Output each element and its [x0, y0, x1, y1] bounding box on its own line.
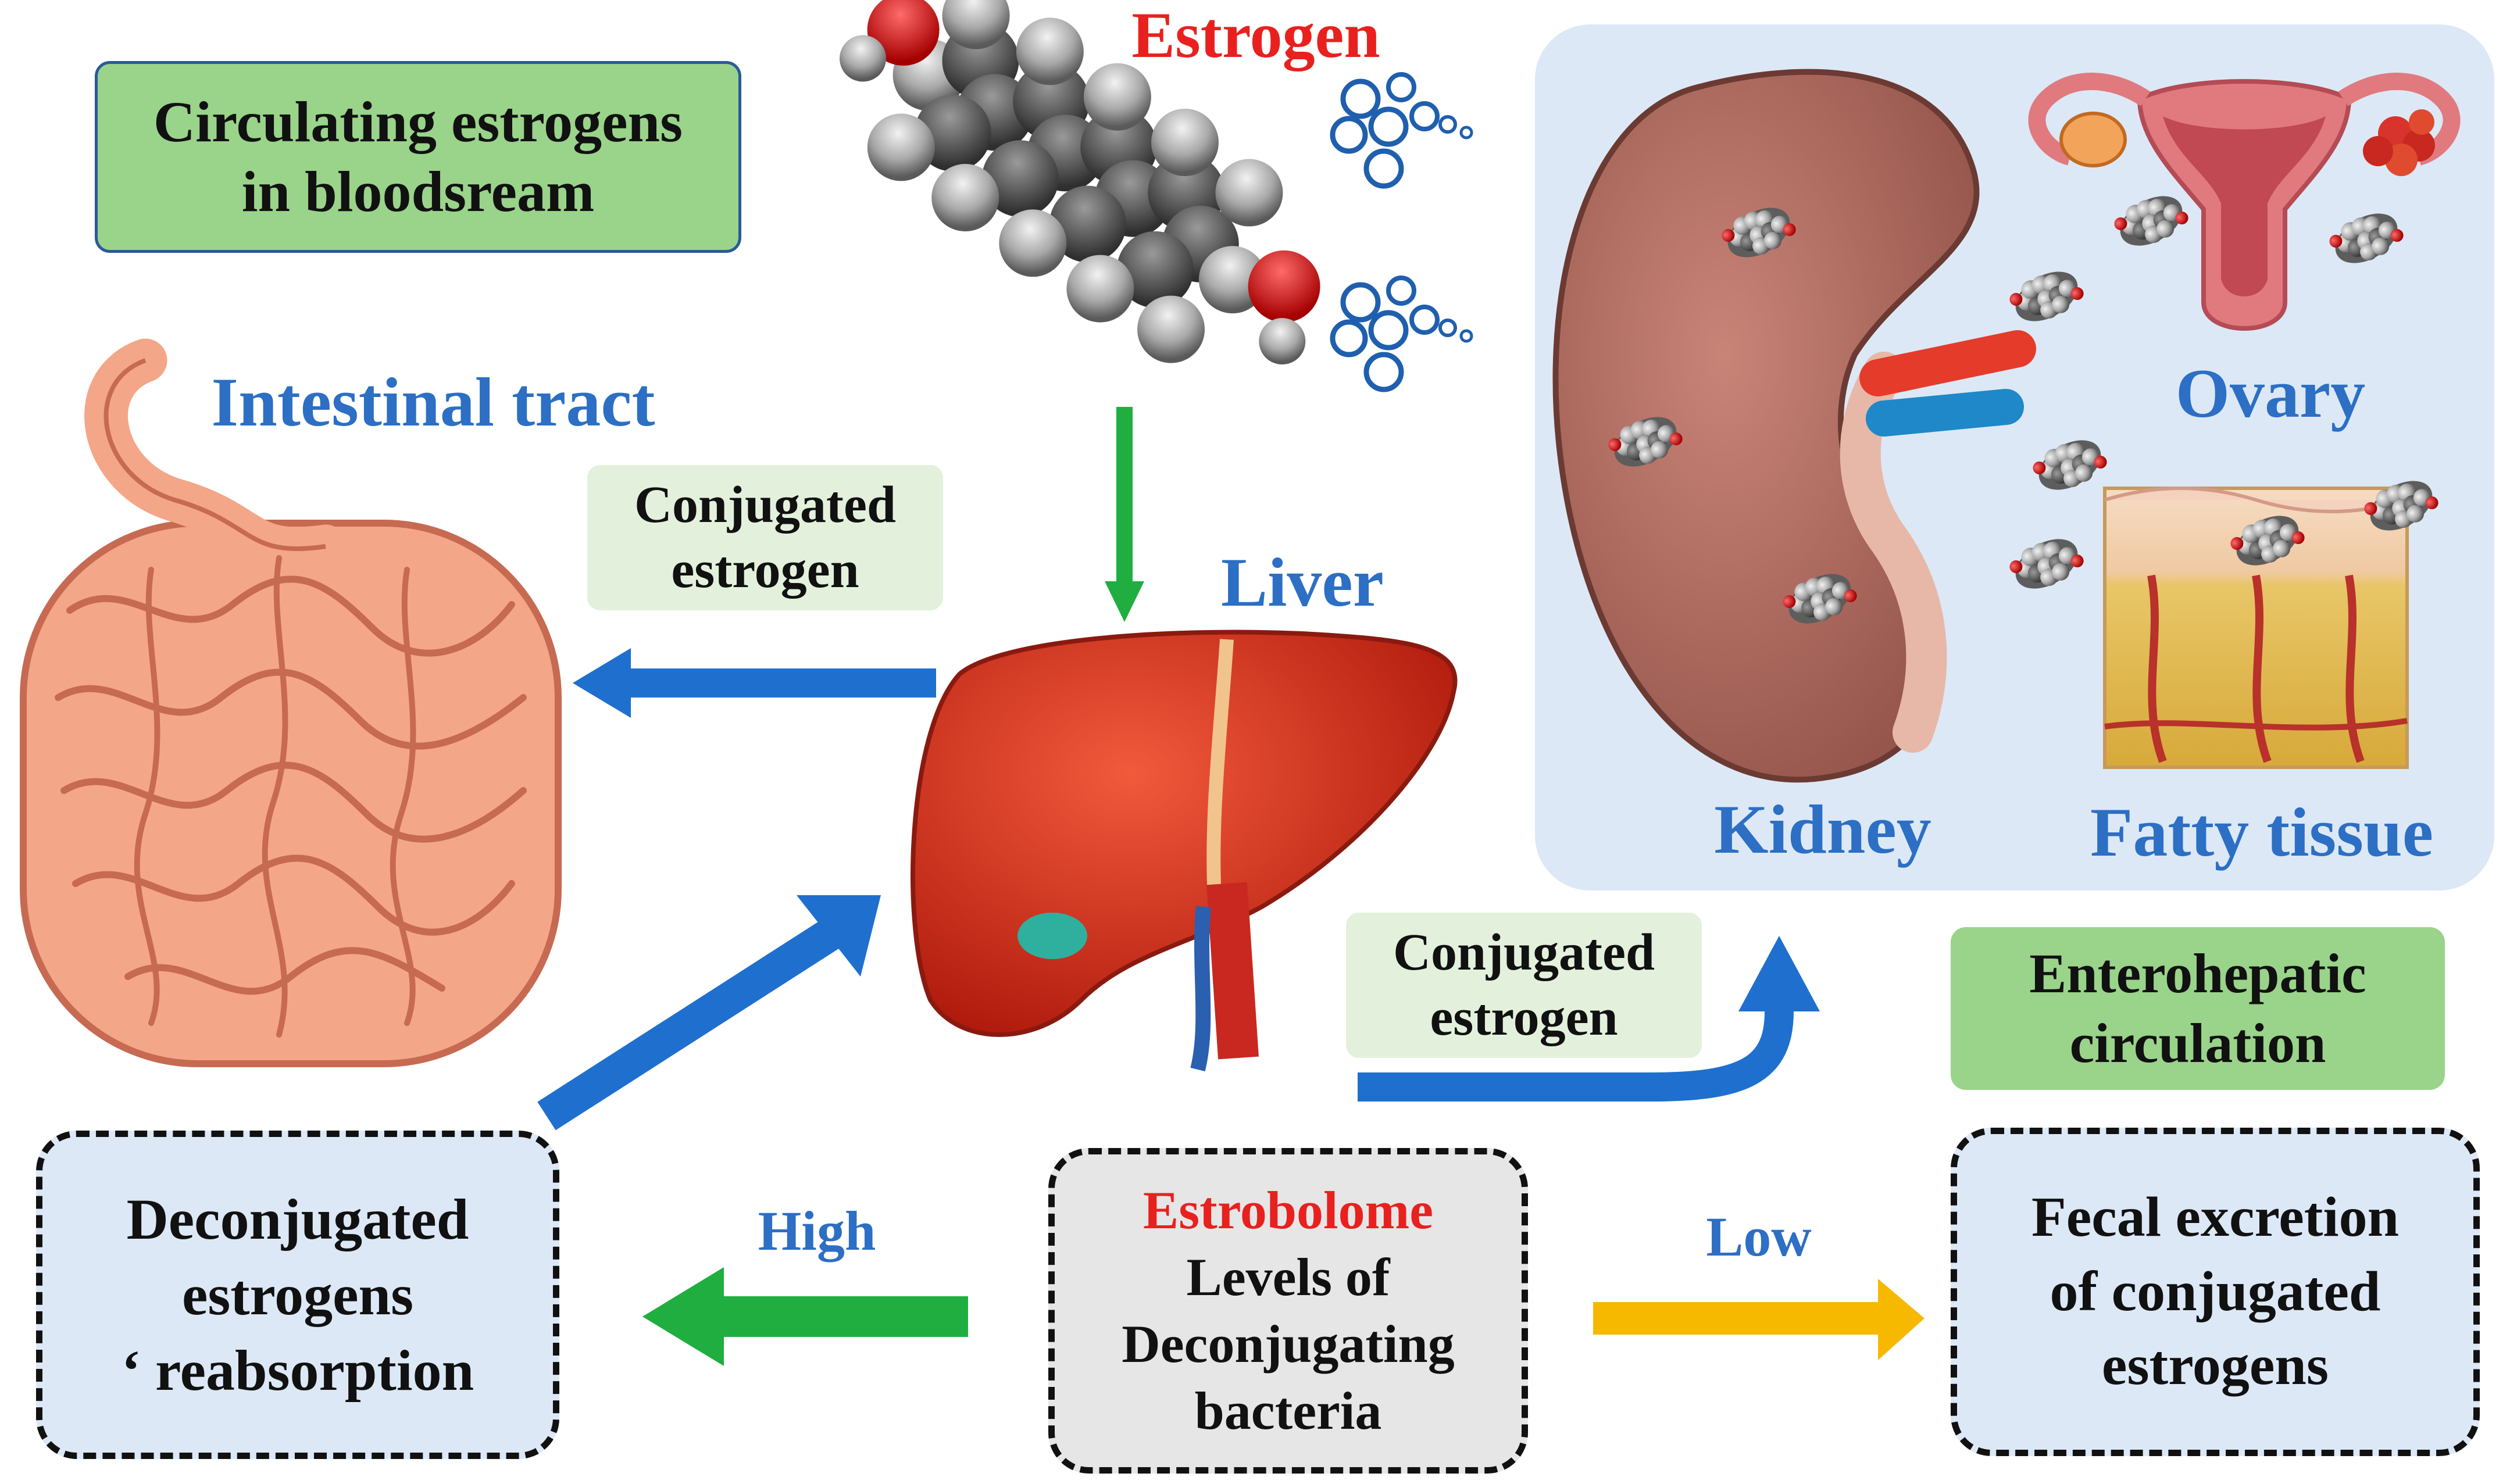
- bubbles-icon: [1333, 74, 1472, 186]
- low-label: Low: [1706, 1206, 1812, 1268]
- conjugated-top-line-2: estrogen: [671, 541, 859, 599]
- estrobolome-title: Estrobolome: [1142, 1181, 1434, 1240]
- fecal-line-2: of conjugated: [2050, 1260, 2381, 1323]
- arrow-molecule-to-liver: [1105, 407, 1144, 622]
- intestinal-tract-label: Intestinal tract: [211, 363, 655, 441]
- arrow-liver-to-circulation: [1358, 936, 1820, 1102]
- fecal-excretion-box: Fecal excretion of conjugated estrogens: [1951, 1128, 2480, 1456]
- circulating-estrogens-box: Circulating estrogens in bloodsream: [95, 61, 741, 253]
- liver-illustration: [911, 630, 1458, 1072]
- estrogen-molecule-illustration: [840, 0, 1320, 365]
- circulating-line-2: in bloodsream: [241, 159, 595, 224]
- high-label: High: [758, 1200, 876, 1262]
- arrow-high: [642, 1267, 968, 1366]
- arrow-low: [1593, 1279, 1925, 1360]
- conjugated-estrogen-box-top: Conjugated estrogen: [587, 465, 943, 610]
- enterohepatic-line-2: circulation: [2069, 1012, 2326, 1074]
- ovary-label: Ovary: [2175, 355, 2366, 432]
- conjugated-top-line-1: Conjugated: [634, 475, 897, 534]
- enterohepatic-circulation-box: Enterohepatic circulation: [1951, 927, 2445, 1090]
- deconj-line-1: Deconjugated: [126, 1186, 469, 1251]
- estro-line-2: Levels of: [1186, 1247, 1390, 1307]
- intestine-illustration: [20, 338, 562, 1067]
- estrobolome-box: Estrobolome Levels of Deconjugating bact…: [1048, 1148, 1528, 1474]
- deconjugated-reabsorption-box: Deconjugated estrogens ‘ reabsorption: [36, 1131, 559, 1459]
- ovary-illustration: [2028, 73, 2461, 331]
- bubbles-icon: [1333, 278, 1472, 389]
- liver-label: Liver: [1221, 543, 1384, 621]
- estrogen-label: Estrogen: [1131, 0, 1380, 71]
- fecal-line-1: Fecal excretion: [2031, 1186, 2400, 1249]
- enterohepatic-line-1: Enterohepatic: [2029, 942, 2366, 1004]
- conjugated-mid-line-2: estrogen: [1430, 989, 1618, 1046]
- deconj-line-2: estrogens: [181, 1262, 414, 1327]
- conjugated-estrogen-box-mid: Conjugated estrogen: [1346, 913, 1702, 1058]
- fatty-tissue-label: Fatty tissue: [2090, 793, 2433, 871]
- circulating-line-1: Circulating estrogens: [153, 90, 683, 154]
- fecal-line-3: estrogens: [2101, 1334, 2329, 1397]
- deconj-line-3: ‘ reabsorption: [121, 1338, 474, 1403]
- arrow-reabsorption-to-liver: [537, 895, 881, 1131]
- arrow-liver-to-intestine: [573, 648, 936, 718]
- conjugated-mid-line-1: Conjugated: [1393, 923, 1655, 981]
- kidney-label: Kidney: [1714, 791, 1931, 868]
- estro-line-4: bacteria: [1194, 1381, 1382, 1440]
- kidney-illustration: [1552, 69, 2036, 783]
- estro-line-3: Deconjugating: [1122, 1314, 1455, 1374]
